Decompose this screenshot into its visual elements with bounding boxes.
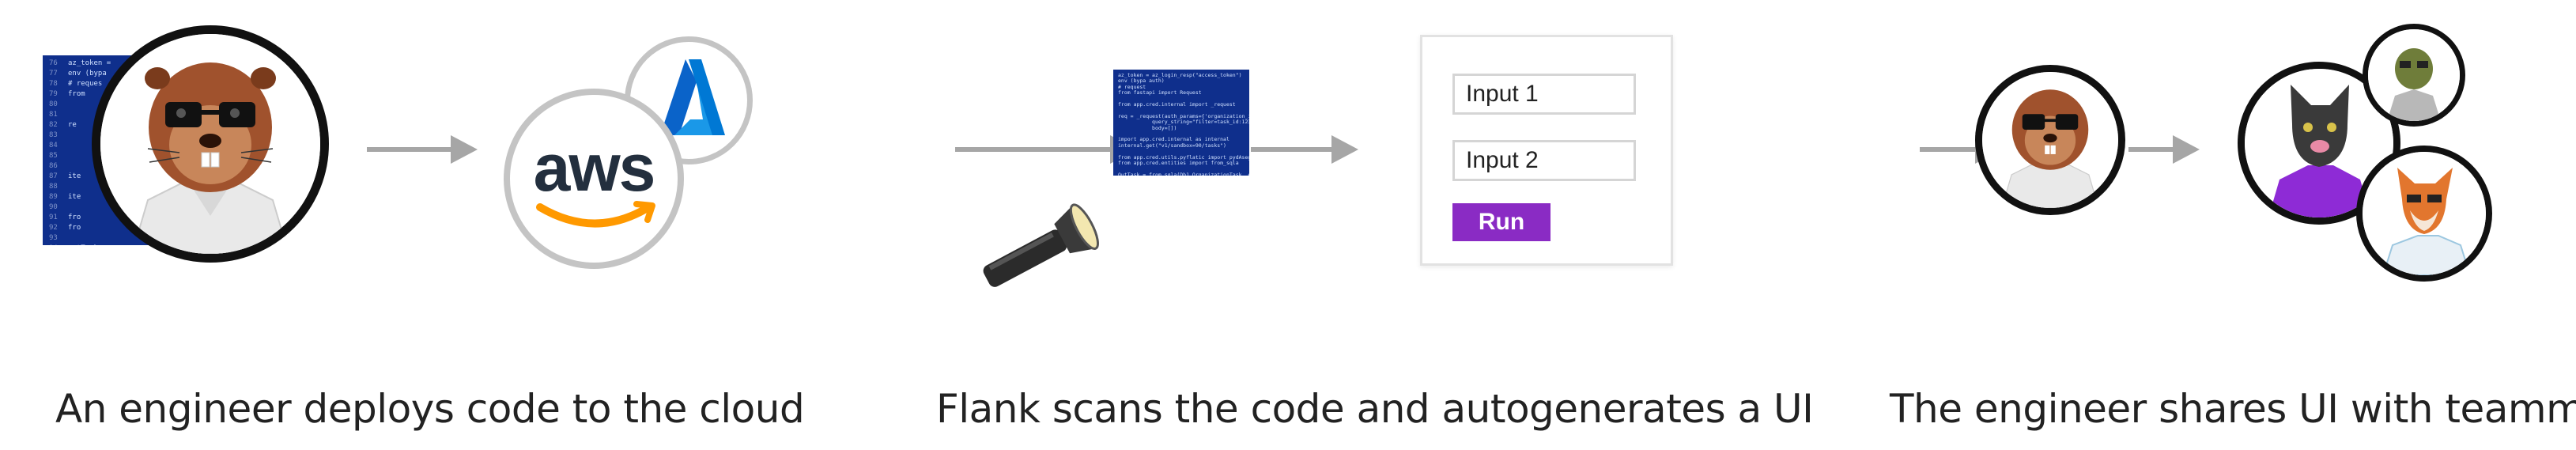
generated-form-card: Input 1 Input 2 Run [1420, 35, 1673, 266]
code-line: 90 [49, 203, 58, 211]
code-line: 78# reques [49, 80, 103, 88]
aws-smile-icon [536, 201, 655, 228]
azure-logo-icon [660, 59, 725, 135]
code-line: from fastapi import Request [1118, 89, 1202, 96]
code-line: 80 [49, 100, 58, 108]
code-line: 81 [49, 111, 58, 119]
frog-avatar-icon [2368, 29, 2460, 121]
caption-share: The engineer shares UI with teammates [1890, 386, 2576, 432]
code-line: from app.cred.entities import from_sqla [1118, 160, 1239, 167]
code-line: req = _request(auth_params={'organizatio… [1118, 112, 1249, 119]
arrow-share-in [1920, 135, 2002, 164]
teammate-fox-avatar [2356, 146, 2492, 282]
code-line: 94outTask = [49, 244, 201, 245]
beaver-avatar-icon [1982, 72, 2118, 208]
code-line: 83 [49, 131, 58, 139]
flashlight-icon [983, 203, 1099, 287]
aws-logo-circle: aws [504, 89, 684, 269]
code-line: 88 [49, 183, 58, 191]
code-line: internal.get("v1/sandbox=90/tasks") [1118, 142, 1226, 149]
code-snippet-center: az_token = az_login_resp("access_token")… [1113, 70, 1249, 176]
code-line: body=[]) [1118, 124, 1177, 131]
caption-scan: Flank scans the code and autogenerates a… [936, 386, 1814, 432]
code-line: from app.cred.utils.pyflatic import pydA… [1118, 153, 1249, 161]
beaver-avatar-icon [100, 34, 320, 254]
code-line: OutTask = from_sqla(Db1.OrganizationTask… [1118, 171, 1249, 176]
arrow-scan-in [955, 135, 1137, 164]
run-button[interactable]: Run [1452, 203, 1551, 241]
input-1-field[interactable]: Input 1 [1452, 74, 1636, 115]
code-line: import app.cred.internal as internal [1118, 136, 1229, 143]
arrow-deploy [367, 135, 478, 164]
code-line: from app.cred.internal import _request [1118, 101, 1236, 108]
arrow-share-out [2128, 135, 2200, 164]
code-line: 93 [49, 234, 58, 242]
fox-avatar-icon [2363, 152, 2486, 275]
code-line: # request [1118, 83, 1146, 90]
engineer-avatar-share [1975, 65, 2125, 215]
arrow-scan-out [1251, 135, 1358, 164]
teammate-frog-avatar [2363, 24, 2465, 127]
code-line: 84 [49, 142, 58, 149]
input-2-field[interactable]: Input 2 [1452, 140, 1636, 181]
code-line: 86 [49, 162, 58, 170]
code-line: 85 [49, 152, 58, 160]
aws-logo-text: aws [533, 130, 656, 205]
code-line: env (bypa auth) [1118, 78, 1165, 85]
caption-deploy: An engineer deploys code to the cloud [55, 386, 805, 432]
engineer-avatar [92, 25, 329, 263]
code-line: query_string="filter=task_id:123" [1118, 119, 1249, 126]
code-line: az_token = az_login_resp("access_token") [1118, 72, 1242, 78]
